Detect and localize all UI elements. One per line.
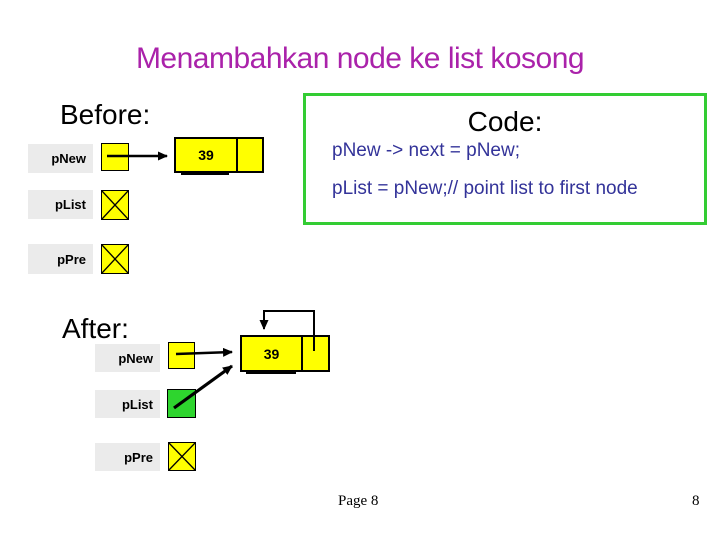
after-node-value: 39 bbox=[263, 345, 280, 362]
footer-page-number: 8 bbox=[692, 493, 700, 509]
after-node: 39 bbox=[240, 335, 330, 372]
code-heading: Code: bbox=[467, 106, 543, 137]
after-ppre-null-box bbox=[168, 442, 196, 471]
before-node-value: 39 bbox=[198, 147, 214, 163]
x-mark-icon bbox=[169, 443, 195, 470]
code-line-1: pNew -> next = pNew; bbox=[332, 140, 520, 161]
before-plist-label: pList bbox=[28, 190, 93, 219]
footer-page-label: Page 8 bbox=[338, 493, 379, 509]
code-panel: Code: pNew -> next = pNew; pList = pNew;… bbox=[303, 93, 707, 225]
after-ppre-label: pPre bbox=[95, 443, 160, 471]
before-plist-null-box bbox=[101, 190, 129, 220]
before-node-underline bbox=[181, 171, 229, 175]
before-node-next-cell bbox=[236, 139, 262, 171]
before-ppre-label: pPre bbox=[28, 244, 93, 274]
before-heading: Before: bbox=[60, 99, 151, 130]
before-ppre-null-box bbox=[101, 244, 129, 274]
before-node: 39 bbox=[174, 137, 264, 173]
before-pnew-pointer-box bbox=[101, 143, 129, 171]
after-heading: After: bbox=[62, 313, 129, 344]
before-pnew-label: pNew bbox=[28, 144, 93, 173]
code-line-2: pList = pNew;// point list to first node bbox=[332, 178, 638, 199]
slide-title: Menambahkan node ke list kosong bbox=[135, 42, 585, 75]
x-mark-icon bbox=[102, 191, 128, 219]
after-pnew-label: pNew bbox=[95, 344, 160, 372]
before-node-data-cell: 39 bbox=[176, 139, 236, 171]
after-pnew-pointer-box bbox=[168, 342, 195, 369]
after-node-data-cell: 39 bbox=[242, 337, 301, 370]
after-node-next-cell bbox=[301, 337, 328, 370]
after-plist-label: pList bbox=[95, 390, 160, 418]
x-mark-icon bbox=[102, 245, 128, 273]
after-node-underline bbox=[246, 370, 296, 374]
after-plist-pointer-box bbox=[167, 389, 196, 418]
